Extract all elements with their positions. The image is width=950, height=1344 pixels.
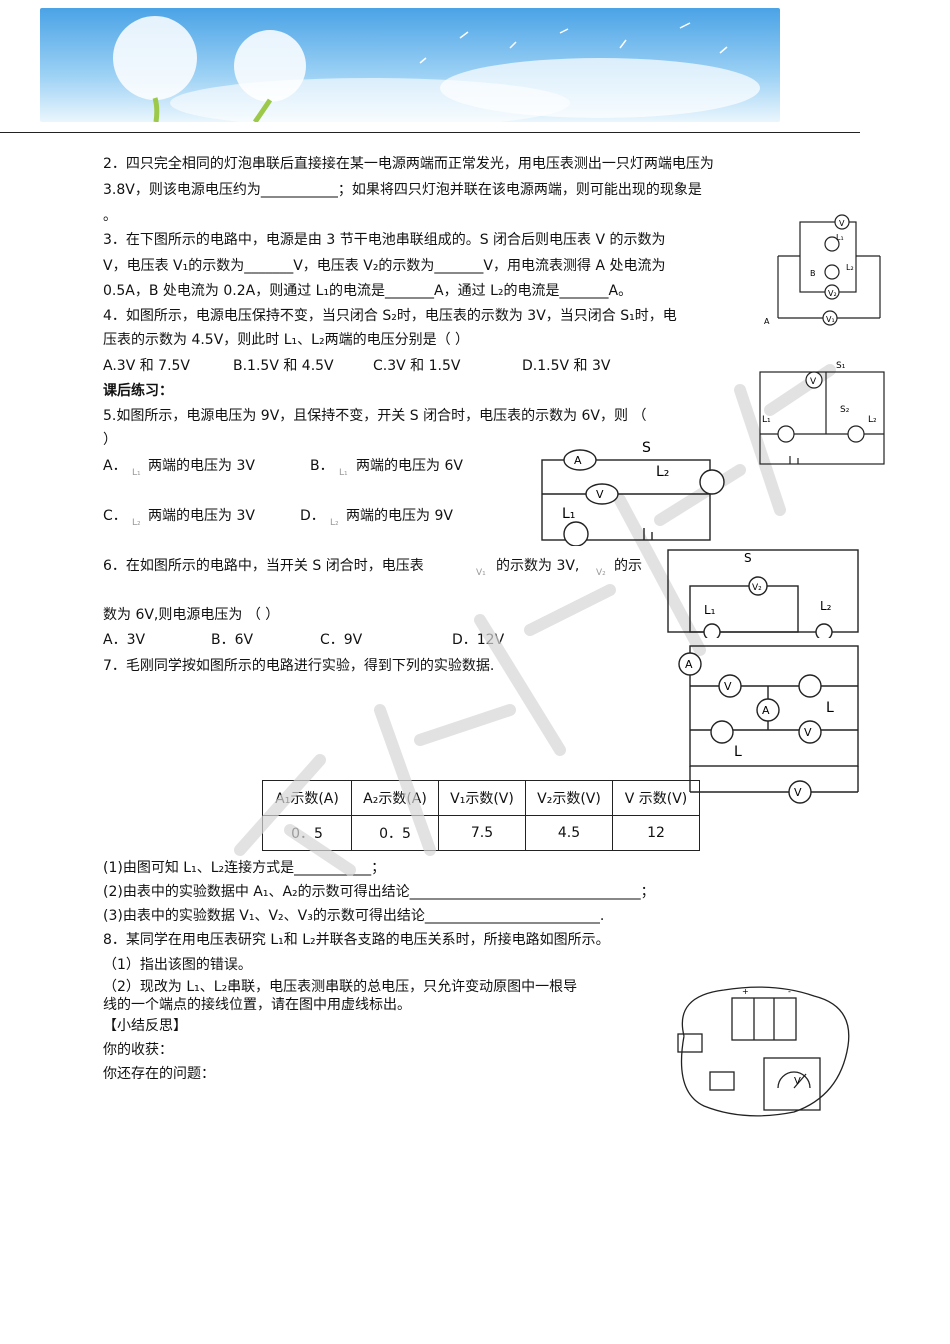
f6-l1-label: L₁ [704, 603, 716, 617]
f4-v-label: V [810, 377, 817, 387]
f7-v-label: V [794, 786, 802, 799]
f3-v-label: V [839, 219, 845, 228]
q6-v1-symbol: V₁ [476, 568, 486, 578]
q5-option-c-letter: C． [103, 508, 127, 524]
f3-a-label: A [764, 317, 770, 326]
q6-v2-symbol: V₂ [596, 568, 606, 578]
q5-option-b-symbol: L₁ [339, 468, 348, 478]
f7-a1-label: A [685, 658, 693, 671]
q5-option-d-text: 两端的电压为 9V [346, 508, 453, 524]
q5-line2: ） [103, 432, 117, 448]
summary-issue: 你还存在的问题： [103, 1066, 215, 1082]
f6-s-label: S [744, 551, 752, 565]
f5-l1-label: L₁ [562, 506, 575, 522]
f4-s2-label: S₂ [840, 405, 850, 415]
q6-line2: 数为 6V,则电源电压为 （ ） [103, 607, 280, 623]
q4-option-d: D.1.5V 和 3V [522, 358, 611, 374]
q7-sub3: (3)由表中的实验数据 V₁、V₂、V₃的示数可得出结论____________… [103, 908, 605, 924]
q8-sub2-line2: 线的一个端点的接线位置，请在图中用虚线标出。 [103, 997, 411, 1013]
q5-option-d-letter: D． [300, 508, 325, 524]
summary-gain: 你的收获： [103, 1042, 173, 1058]
q4-circuit-figure: V S₁ S₂ L₁ L₂ [759, 361, 885, 465]
q4-line1: 4．如图所示，电源电压保持不变，当只闭合 S₂时，电压表的示数为 3V，当只闭合… [103, 308, 677, 324]
q7-sub2: (2)由表中的实验数据中 A₁、A₂的示数可得出结论______________… [103, 884, 655, 900]
q7-circuit-figure: A V A L V L V [678, 645, 859, 804]
q5-option-c-symbol: L₂ [132, 518, 141, 528]
q7-line1: 7．毛刚同学按如图所示的电路进行实验，得到下列的实验数据. [103, 658, 495, 674]
f8-v-label: V [794, 1076, 801, 1087]
f6-v2-label: V₂ [752, 583, 762, 593]
f7-l2-label: L [826, 700, 834, 716]
q2-line3: 。 [103, 208, 117, 224]
q6-line1-b: 的示数为 3V, [496, 558, 580, 574]
q5-option-a-symbol: L₁ [132, 468, 141, 478]
f5-l2-label: L₂ [656, 464, 669, 480]
q4-option-b: B.1.5V 和 4.5V [233, 358, 334, 374]
q8-circuit-figure: + - V [677, 986, 850, 1117]
table-header-cell: V₂示数(V) [525, 780, 613, 816]
q3-line1: 3．在下图所示的电路中，电源是由 3 节干电池串联组成的。S 闭合后则电压表 V… [103, 232, 666, 248]
q8-line1: 8．某同学在用电压表研究 L₁和 L₂并联各支路的电压关系时，所接电路如图所示。 [103, 932, 610, 948]
q3-line3: 0.5A，B 处电流为 0.2A，则通过 L₁的电流是_______A，通过 L… [103, 283, 633, 299]
f5-s-label: S [642, 440, 651, 456]
q7-sub1: (1)由图可知 L₁、L₂连接方式是___________； [103, 860, 386, 876]
q5-option-c-text: 两端的电压为 3V [148, 508, 255, 524]
q5-line1: 5.如图所示，电源电压为 9V，且保持不变，开关 S 闭合时，电压表的示数为 6… [103, 408, 647, 424]
q2-line2: 3.8V，则该电源电压约为___________；如果将四只灯泡并联在该电源两端… [103, 182, 702, 198]
q5-circuit-figure: A S L₂ V L₁ [541, 440, 725, 546]
dandelion-banner-image [40, 8, 780, 122]
header-banner [40, 8, 780, 122]
header-rule [0, 132, 860, 133]
f5-v-label: V [596, 488, 604, 501]
summary-title: 【小结反思】 [103, 1018, 187, 1034]
f3-b-label: B [810, 269, 816, 278]
q4-option-c: C.3V 和 1.5V [373, 358, 461, 374]
q6-option-c: C．9V [320, 632, 363, 648]
f5-a-label: A [574, 454, 582, 467]
f8-minus-label: - [788, 987, 791, 996]
q5-option-d-symbol: L₂ [330, 518, 339, 528]
q5-option-a-letter: A． [103, 458, 127, 474]
q2-line1: 2．四只完全相同的灯泡串联后直接接在某一电源两端而正常发光，用电压表测出一只灯两… [103, 156, 714, 172]
q5-option-b-text: 两端的电压为 6V [356, 458, 463, 474]
q6-line1-c: 的示 [614, 558, 642, 574]
f4-l2-label: L₂ [868, 415, 877, 425]
q6-option-b: B．6V [211, 632, 254, 648]
q5-option-a-text: 两端的电压为 3V [148, 458, 255, 474]
f7-v3-label: V [804, 726, 812, 739]
q5-option-b-letter: B． [310, 458, 334, 474]
f6-l2-label: L₂ [820, 599, 832, 613]
f4-s1-label: S₁ [836, 361, 846, 371]
q8-sub1: （1）指出该图的错误。 [103, 957, 252, 973]
q4-line2: 压表的示数为 4.5V，则此时 L₁、L₂两端的电压分别是（ ） [103, 332, 470, 348]
q6-circuit-figure: S V₂ L₁ L₂ [667, 549, 859, 638]
table-cell: 7.5 [438, 815, 526, 851]
f3-l2-label: L₂ [846, 263, 854, 272]
f7-l1-label: L [734, 744, 742, 760]
q4-option-a: A.3V 和 7.5V [103, 358, 191, 374]
f8-plus-label: + [742, 987, 749, 996]
q3-line2: V，电压表 V₁的示数为_______V，电压表 V₂的示数为_______V，… [103, 258, 666, 274]
f7-a2-label: A [762, 704, 770, 717]
f4-l1-label: L₁ [762, 415, 771, 425]
after-class-heading: 课后练习： [103, 383, 173, 399]
q8-sub2-line1: （2）现改为 L₁、L₂串联，电压表测串联的总电压，只允许变动原图中一根导 [103, 979, 578, 995]
q3-circuit-figure: V L₁ L₂ V₂ B A V₁ [764, 214, 881, 326]
q6-line1-a: 6．在如图所示的电路中，当开关 S 闭合时，电压表 [103, 558, 424, 574]
table-cell: 12 [612, 815, 700, 851]
watermark-strokes [234, 364, 836, 876]
f3-v2-label: V₂ [828, 289, 837, 298]
table-header-cell: V₁示数(V) [438, 780, 526, 816]
f7-v1-label: V [724, 680, 732, 693]
f3-l1-label: L₁ [836, 233, 844, 242]
table-cell: 4.5 [525, 815, 613, 851]
q6-option-a: A．3V [103, 632, 146, 648]
f3-v1-label: V₁ [826, 315, 835, 324]
table-header-cell: A₁示数(A) [262, 780, 352, 816]
